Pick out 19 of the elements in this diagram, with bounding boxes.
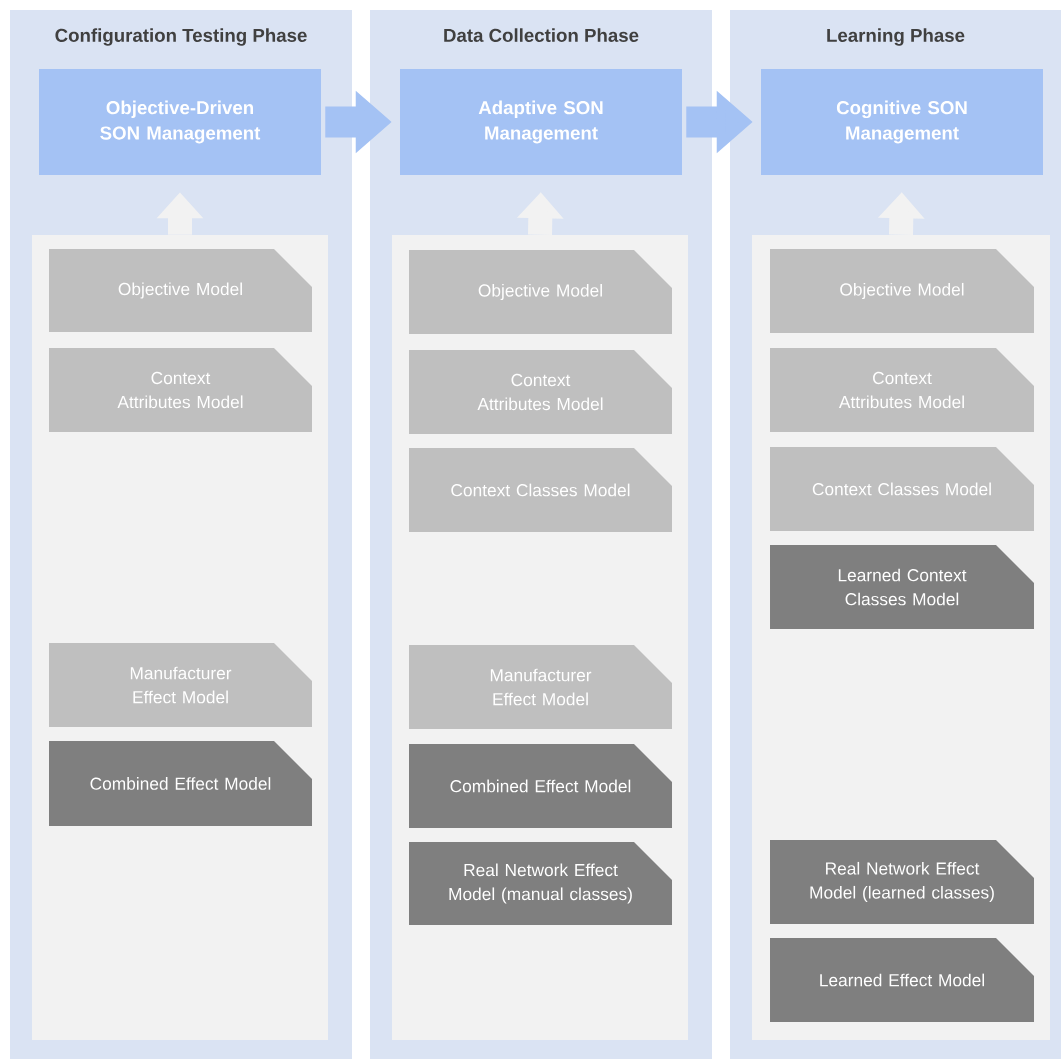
model-card: Context Attributes Model <box>49 348 312 432</box>
management-box: Adaptive SON Management <box>400 69 682 175</box>
management-box: Cognitive SON Management <box>761 69 1043 175</box>
model-card: Learned Context Classes Model <box>770 545 1034 629</box>
model-card: Manufacturer Effect Model <box>49 643 312 727</box>
model-card: Objective Model <box>409 250 672 334</box>
model-card: Context Attributes Model <box>770 348 1034 432</box>
management-box: Objective-Driven SON Management <box>39 69 321 175</box>
model-card: Objective Model <box>770 249 1034 333</box>
model-card: Context Attributes Model <box>409 350 672 434</box>
model-card: Manufacturer Effect Model <box>409 645 672 729</box>
model-card: Context Classes Model <box>409 448 672 532</box>
model-card: Real Network Effect Model (manual classes) <box>409 842 672 925</box>
model-card: Combined Effect Model <box>49 741 312 826</box>
model-card: Learned Effect Model <box>770 938 1034 1022</box>
model-card: Context Classes Model <box>770 447 1034 531</box>
model-card: Combined Effect Model <box>409 744 672 828</box>
model-card: Real Network Effect Model (learned classes) <box>770 840 1034 924</box>
model-card: Objective Model <box>49 249 312 332</box>
